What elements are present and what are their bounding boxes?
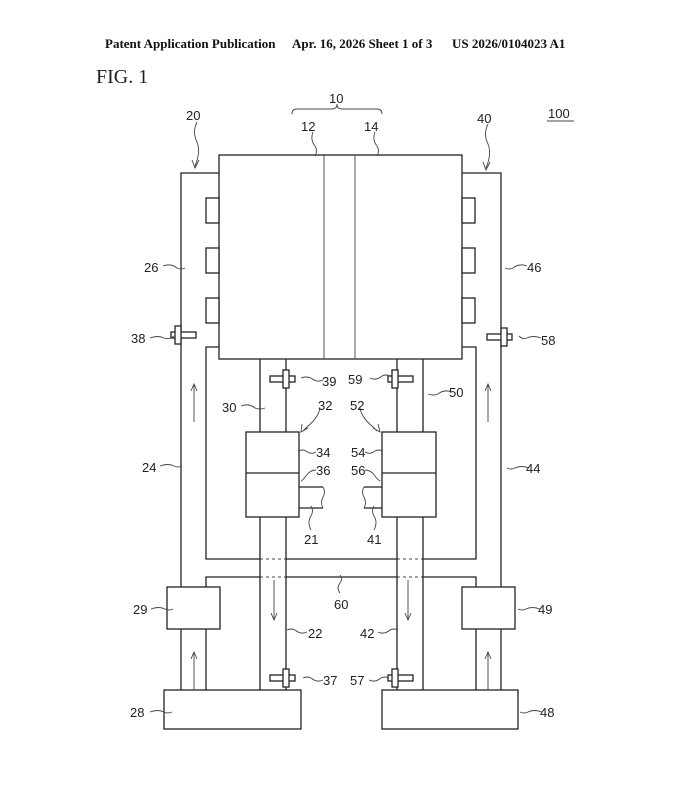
- ref-40: 40: [477, 111, 491, 126]
- ref-59: 59: [348, 372, 362, 387]
- ref-57: 57: [350, 673, 364, 688]
- ref-10: 10: [329, 91, 343, 106]
- publication-label: Patent Application Publication: [105, 36, 276, 51]
- leader-lines: [149, 103, 574, 714]
- ref-48: 48: [540, 705, 554, 720]
- flow-arrows: [190, 382, 492, 690]
- ref-21: 21: [304, 532, 318, 547]
- publication-number: US 2026/0104023 A1: [452, 36, 566, 51]
- unit-52: [381, 431, 437, 518]
- date-sheet-label: Apr. 16, 2026 Sheet 1 of 3: [292, 36, 433, 51]
- ref-36: 36: [316, 463, 330, 478]
- stub-21: [299, 486, 323, 509]
- ref-39: 39: [322, 374, 336, 389]
- ref-32: 32: [318, 398, 332, 413]
- ref-20: 20: [186, 108, 200, 123]
- ref-46: 46: [527, 260, 541, 275]
- valve-57: [387, 668, 414, 688]
- ref-30: 30: [222, 400, 236, 415]
- ref-29: 29: [133, 602, 147, 617]
- ref-14: 14: [364, 119, 378, 134]
- unit-10: [218, 154, 463, 360]
- ref-26: 26: [144, 260, 158, 275]
- ref-41: 41: [367, 532, 381, 547]
- valve-59: [387, 369, 414, 389]
- ref-42: 42: [360, 626, 374, 641]
- pipes-30-50: [259, 359, 424, 690]
- ref-24: 24: [142, 460, 156, 475]
- ref-44: 44: [526, 461, 540, 476]
- ref-50: 50: [449, 385, 463, 400]
- reference-numerals: 100 10 12 14 20 40 26 46 38 58 39 59 30 …: [130, 91, 570, 720]
- ref-28: 28: [130, 705, 144, 720]
- unit-dividers: [323, 155, 356, 359]
- ref-37: 37: [323, 673, 337, 688]
- unit-48: [381, 689, 519, 730]
- ref-52: 52: [350, 398, 364, 413]
- ref-38: 38: [131, 331, 145, 346]
- unit-28: [163, 689, 302, 730]
- ref-34: 34: [316, 445, 330, 460]
- ref-49: 49: [538, 602, 552, 617]
- ref-12: 12: [301, 119, 315, 134]
- valve-38: [170, 325, 197, 345]
- ref-56: 56: [351, 463, 365, 478]
- heat-exchange-fins: [205, 197, 476, 324]
- unit-29: [166, 586, 221, 630]
- valve-39: [269, 369, 296, 389]
- ref-60: 60: [334, 597, 348, 612]
- valve-58: [486, 327, 513, 347]
- ref-54: 54: [351, 445, 365, 460]
- ref-100: 100: [548, 106, 570, 121]
- valve-37: [269, 668, 296, 688]
- valves: [170, 325, 513, 688]
- ref-22: 22: [308, 626, 322, 641]
- ref-58: 58: [541, 333, 555, 348]
- unit-32: [245, 431, 300, 518]
- unit-49: [461, 586, 516, 630]
- figure-title: FIG. 1: [96, 66, 149, 88]
- stub-41: [364, 486, 382, 509]
